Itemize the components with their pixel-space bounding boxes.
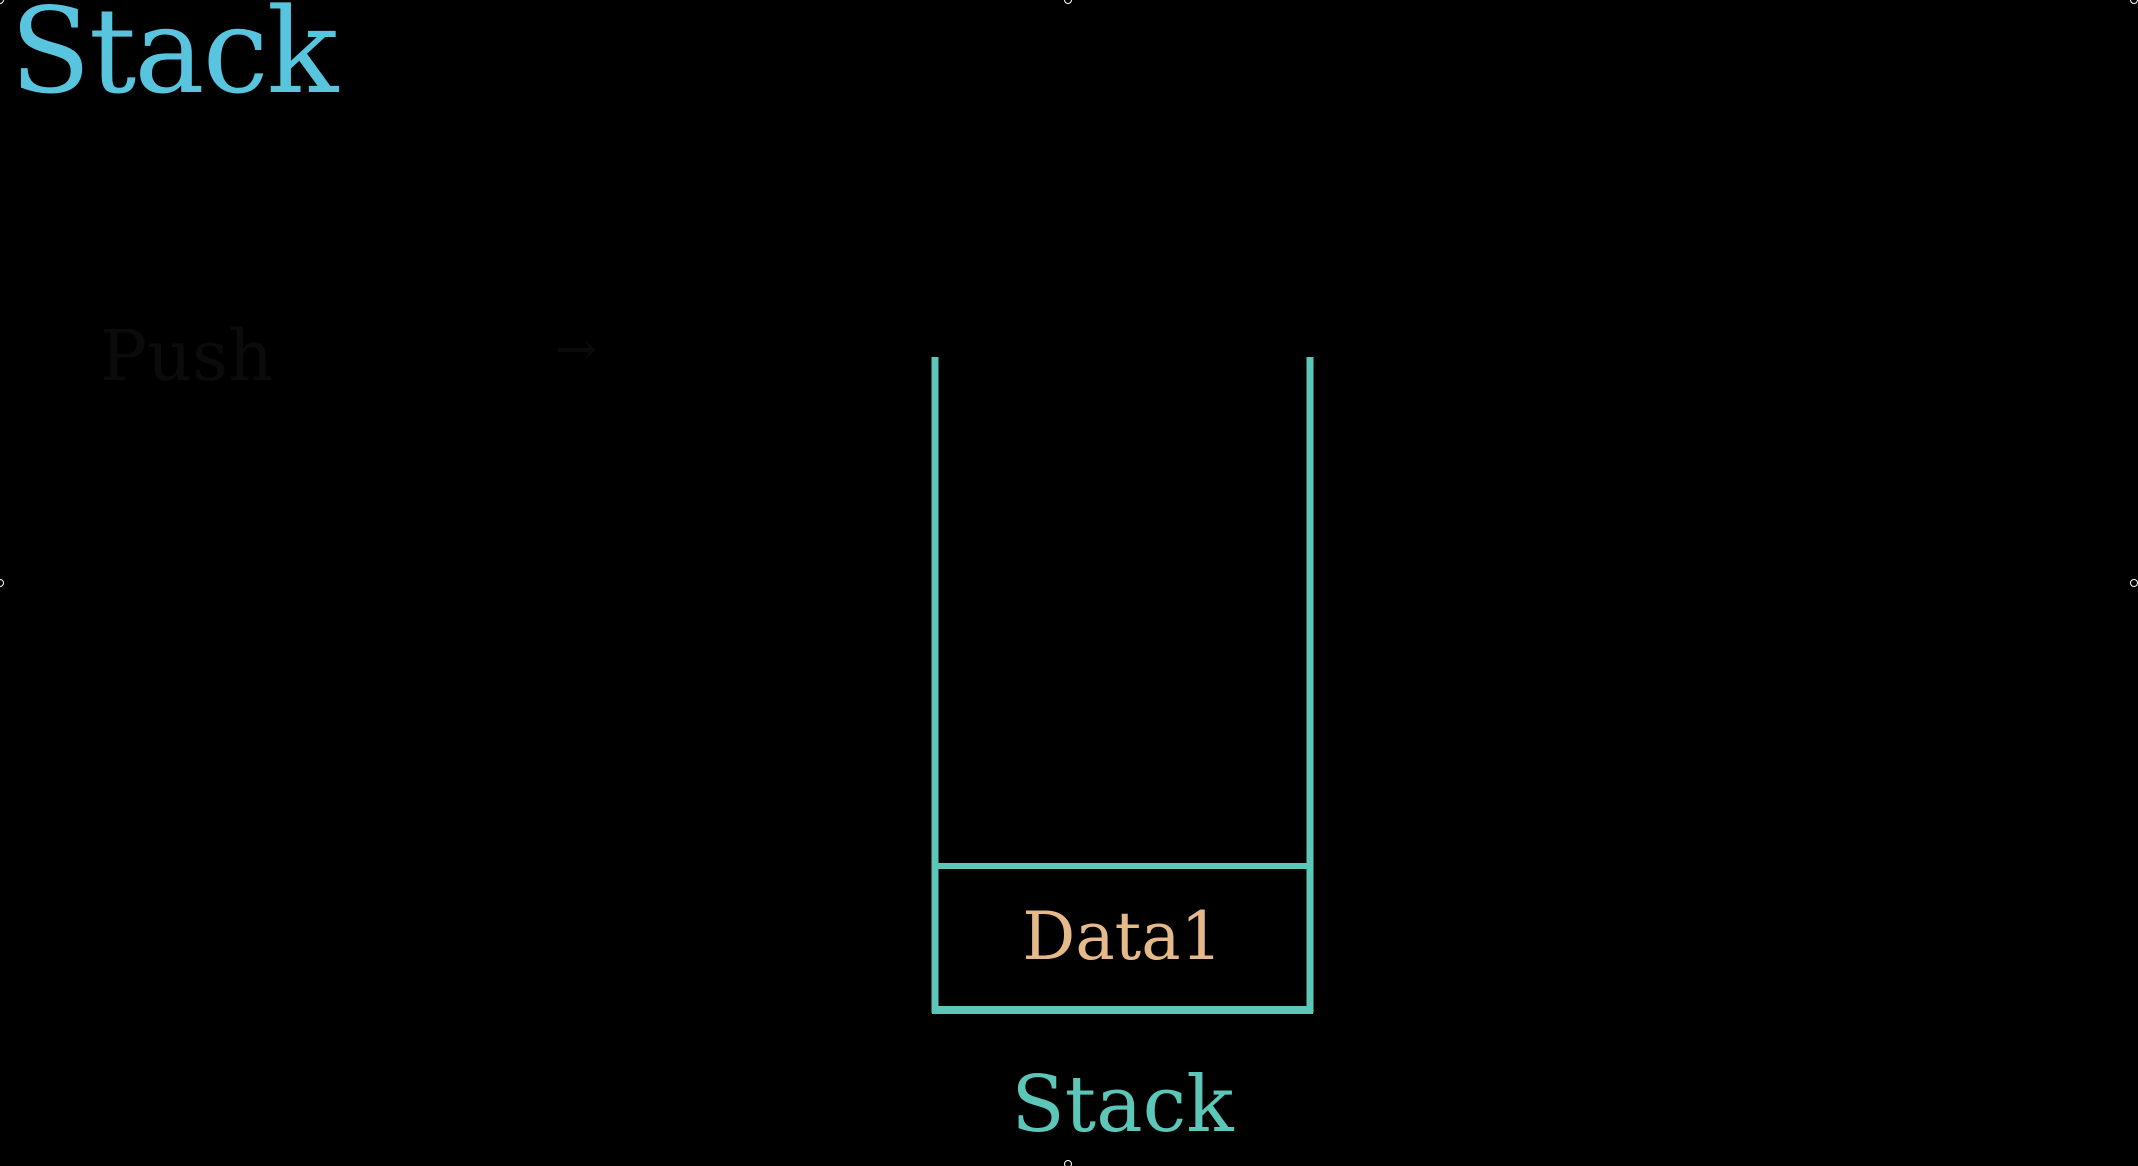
faded-arrow-label: → bbox=[555, 320, 597, 378]
page-title: Stack bbox=[10, 0, 338, 120]
selection-handle-right[interactable] bbox=[2130, 579, 2138, 587]
stack-item-data1: Data1 bbox=[1022, 898, 1223, 975]
selection-handle-bottom[interactable] bbox=[1064, 1160, 1072, 1166]
stack-caption: Stack bbox=[1011, 1060, 1234, 1150]
faded-push-label: Push bbox=[100, 315, 274, 397]
